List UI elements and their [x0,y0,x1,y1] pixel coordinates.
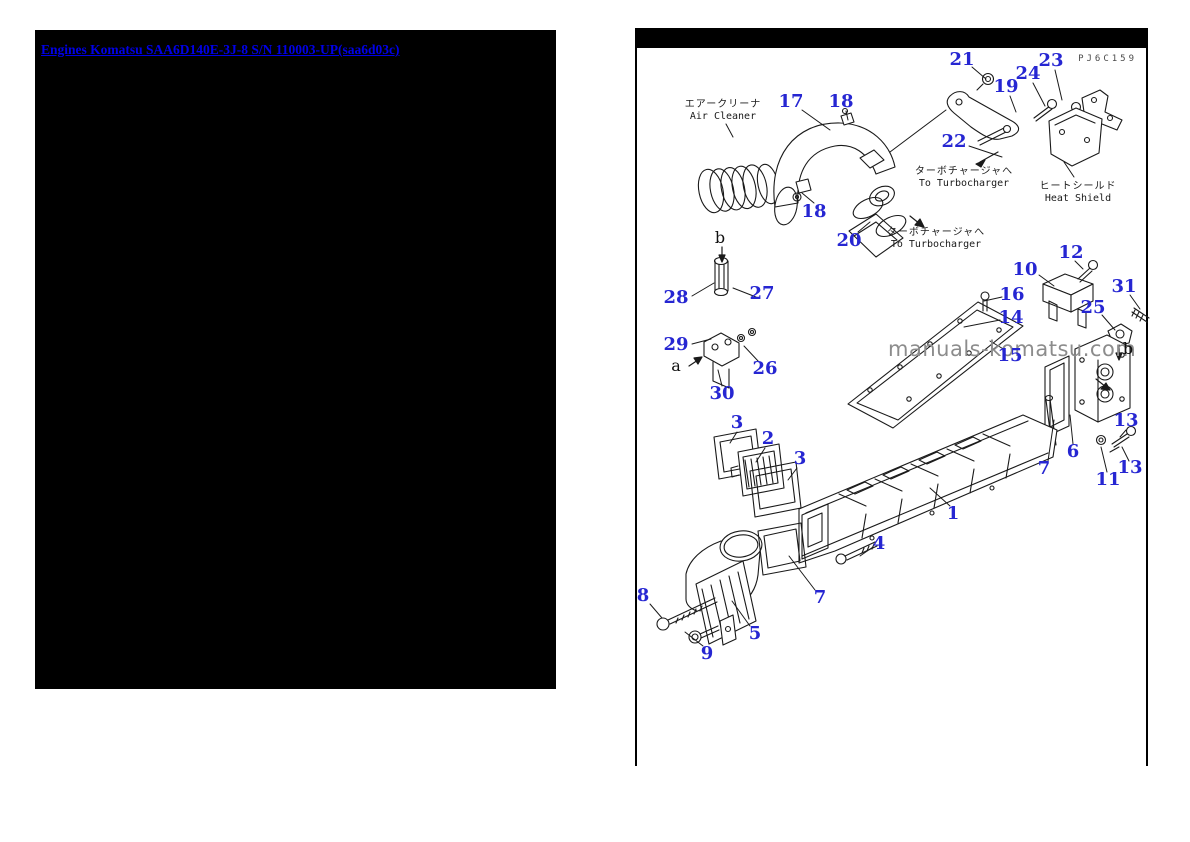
bolt-8-drawing [656,597,718,631]
callout-13: 13 [1117,457,1143,478]
bolt-21-drawing [976,72,995,91]
callout-25: 25 [1080,297,1106,318]
callout-13: 13 [1113,410,1139,431]
callout-27: 27 [749,283,775,304]
air-cleaner-drawing [697,163,780,214]
callout-23: 23 [1038,50,1064,71]
callout-9: 9 [700,643,714,664]
callout-17: 17 [778,91,804,112]
callout-15: 15 [997,345,1023,366]
ref-letter-b: b [714,228,726,247]
callout-5: 5 [748,623,762,644]
gasket-7-right-drawing [1044,355,1070,447]
gasket-7-bottom-drawing [757,522,807,576]
callout-16: 16 [999,284,1025,305]
parts-catalog-link[interactable]: Engines Komatsu SAA6D140E-3J-8 S/N 11000… [41,42,400,57]
callout-22: 22 [941,131,967,152]
callout-18: 18 [828,91,854,112]
callout-6: 6 [1066,441,1080,462]
bracket-19-drawing [946,91,1020,140]
bolt-16-drawing [980,291,990,312]
callout-31: 31 [1111,276,1137,297]
intake-manifold-drawing [798,414,1058,564]
ref-letter-a: a [671,356,681,375]
callout-7: 7 [1037,458,1051,479]
clip-drawing [719,614,737,646]
elbow-hose-drawing [773,122,896,226]
callout-18: 18 [801,201,827,222]
callout-28: 28 [663,287,689,308]
bolt-12-drawing [1077,259,1099,283]
callout-7: 7 [813,587,827,608]
callout-3: 3 [793,448,807,469]
watermark: manuals-komatsu.com [888,337,1137,361]
bolt-4-drawing [835,541,878,565]
outlet-rings-drawing [848,196,907,258]
gasket-3b-drawing [749,461,802,518]
bolt-9-drawing [688,625,720,644]
left-black-panel [35,30,556,689]
callout-19: 19 [993,76,1019,97]
leader-lines [649,66,1141,647]
callout-1: 1 [946,503,960,524]
callout-20: 20 [836,230,862,251]
bracket-10-drawing [1042,273,1094,329]
drawing-code: PJ6C159 [1078,54,1137,64]
callout-24: 24 [1015,63,1041,84]
callout-10: 10 [1012,259,1038,280]
diagram-frame: PJ6C159 [635,28,1150,766]
callout-11: 11 [1095,469,1121,490]
parts-drawing [649,66,1150,647]
callout-3: 3 [730,412,744,433]
callout-12: 12 [1058,242,1084,263]
pin-22-drawing [977,124,1012,146]
callout-26: 26 [752,358,778,379]
callout-30: 30 [709,383,735,404]
callout-2: 2 [761,428,775,449]
gasket-14-drawing [847,301,1024,429]
ref-letter-b: b [1122,339,1134,358]
callout-8: 8 [636,585,650,606]
direction-arrows [688,151,1123,391]
cover-2-drawing [730,443,785,497]
connector-31-drawing [1131,307,1150,323]
breather-tube-drawing [713,256,729,297]
bolts-13-11-drawing [1095,425,1137,453]
diagram-top-bar [637,28,1146,48]
heat-shield-drawing [1048,107,1103,167]
callout-14: 14 [998,307,1024,328]
bracket-29-30-drawing [703,327,757,389]
elbow-duct-5-drawing [685,530,763,645]
callout-4: 4 [872,533,886,554]
callout-21: 21 [949,49,975,70]
callout-29: 29 [663,334,689,355]
